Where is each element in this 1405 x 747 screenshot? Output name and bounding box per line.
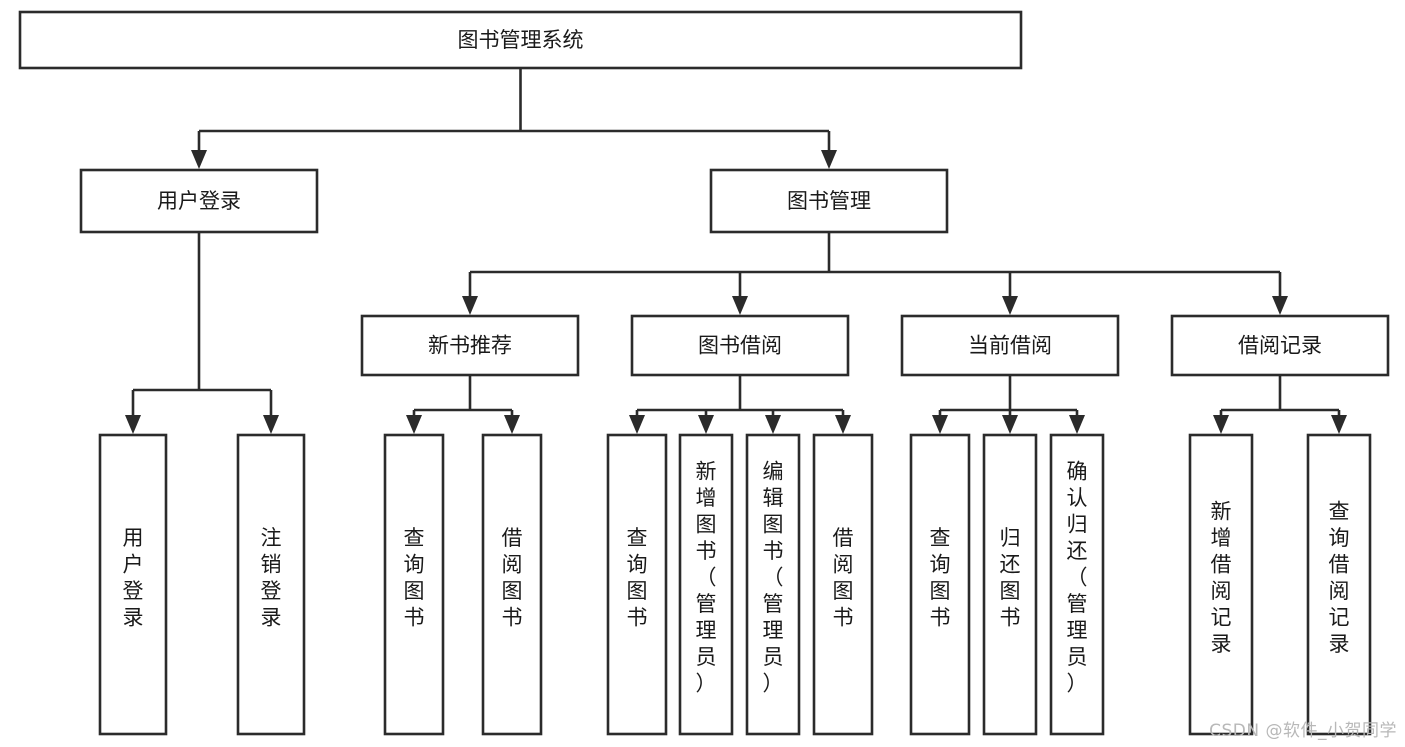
- node-leaf-book_borrow-0[interactable]: 查询图书: [606, 433, 668, 736]
- node-rect: [236, 433, 306, 736]
- node-label: 借阅图书: [502, 526, 523, 630]
- node-label: 查询图书: [930, 526, 951, 630]
- node-leaf-book_borrow-3[interactable]: 借阅图书: [812, 433, 874, 736]
- node-leaf-user_login-0[interactable]: 用户登录: [98, 433, 168, 736]
- arrow-head-icon: [629, 415, 645, 434]
- node-label: 新增借阅记录: [1211, 499, 1232, 656]
- connector-layer: [125, 68, 1347, 434]
- arrow-head-icon: [765, 415, 781, 434]
- node-label: 图书借阅: [698, 334, 782, 358]
- node-level2-user-login[interactable]: 用户登录: [79, 168, 319, 234]
- node-leaf-current_borrow-0[interactable]: 查询图书: [909, 433, 971, 736]
- node-leaf-borrow_record-1[interactable]: 查询借阅记录: [1306, 433, 1372, 736]
- arrow-head-icon: [462, 296, 478, 315]
- node-rect: [481, 433, 543, 736]
- node-leaf-new_book_recommend-1[interactable]: 借阅图书: [481, 433, 543, 736]
- arrow-head-icon: [835, 415, 851, 434]
- node-label: 用户登录: [123, 526, 144, 630]
- node-rect: [745, 433, 801, 736]
- node-rect: [900, 314, 1120, 377]
- node-rect: [18, 10, 1023, 70]
- arrow-head-icon: [504, 415, 520, 434]
- arrow-head-icon: [1002, 296, 1018, 315]
- node-rect: [630, 314, 850, 377]
- node-leaf-current_borrow-2[interactable]: 确认归还（管理员）: [1049, 433, 1105, 736]
- arrow-head-icon: [1069, 415, 1085, 434]
- node-rect: [1049, 433, 1105, 736]
- node-rect: [1170, 314, 1390, 377]
- node-label: 当前借阅: [968, 334, 1052, 358]
- arrow-head-icon: [191, 150, 207, 169]
- node-leaf-borrow_record-0[interactable]: 新增借阅记录: [1188, 433, 1254, 736]
- watermark-text: CSDN @软件_小贺同学: [1209, 721, 1397, 741]
- node-root-book-management-system[interactable]: 图书管理系统: [18, 10, 1023, 70]
- node-label: 用户登录: [157, 189, 241, 213]
- node-rect: [79, 168, 319, 234]
- node-rect: [812, 433, 874, 736]
- arrow-head-icon: [1331, 415, 1347, 434]
- node-label: 归还图书: [1000, 526, 1021, 630]
- node-label: 图书管理: [787, 189, 871, 213]
- node-rect: [98, 433, 168, 736]
- arrow-head-icon: [1272, 296, 1288, 315]
- node-level3-borrow-record[interactable]: 借阅记录: [1170, 314, 1390, 377]
- node-rect: [383, 433, 445, 736]
- node-label: 新增图书（管理员）: [696, 460, 717, 696]
- arrow-head-icon: [1002, 415, 1018, 434]
- node-label: 新书推荐: [428, 334, 512, 358]
- node-rect: [606, 433, 668, 736]
- node-leaf-new_book_recommend-0[interactable]: 查询图书: [383, 433, 445, 736]
- node-leaf-user_login-1[interactable]: 注销登录: [236, 433, 306, 736]
- arrow-head-icon: [406, 415, 422, 434]
- node-label: 查询借阅记录: [1329, 499, 1350, 656]
- node-rect: [1306, 433, 1372, 736]
- node-layer: 图书管理系统用户登录图书管理新书推荐图书借阅当前借阅借阅记录用户登录注销登录查询…: [18, 10, 1390, 736]
- node-label: 确认归还（管理员）: [1067, 460, 1088, 696]
- node-leaf-current_borrow-1[interactable]: 归还图书: [982, 433, 1038, 736]
- node-level3-new-book-recommend[interactable]: 新书推荐: [360, 314, 580, 377]
- node-level2-book-management[interactable]: 图书管理: [709, 168, 949, 234]
- node-label: 借阅图书: [833, 526, 854, 630]
- node-label: 注销登录: [261, 526, 282, 630]
- arrow-head-icon: [263, 415, 279, 434]
- node-rect: [982, 433, 1038, 736]
- arrow-head-icon: [1213, 415, 1229, 434]
- node-level3-current-borrow[interactable]: 当前借阅: [900, 314, 1120, 377]
- node-rect: [360, 314, 580, 377]
- node-rect: [709, 168, 949, 234]
- node-label: 查询图书: [404, 526, 425, 630]
- arrow-head-icon: [732, 296, 748, 315]
- node-leaf-book_borrow-2[interactable]: 编辑图书（管理员）: [745, 433, 801, 736]
- node-rect: [909, 433, 971, 736]
- node-label: 查询图书: [627, 526, 648, 630]
- node-rect: [1188, 433, 1254, 736]
- arrow-head-icon: [698, 415, 714, 434]
- node-leaf-book_borrow-1[interactable]: 新增图书（管理员）: [678, 433, 734, 736]
- node-label: 借阅记录: [1238, 334, 1322, 358]
- node-label: 编辑图书（管理员）: [763, 460, 784, 696]
- node-label: 图书管理系统: [458, 28, 584, 52]
- node-level3-book-borrow[interactable]: 图书借阅: [630, 314, 850, 377]
- arrow-head-icon: [932, 415, 948, 434]
- arrow-head-icon: [821, 150, 837, 169]
- node-rect: [678, 433, 734, 736]
- arrow-head-icon: [125, 415, 141, 434]
